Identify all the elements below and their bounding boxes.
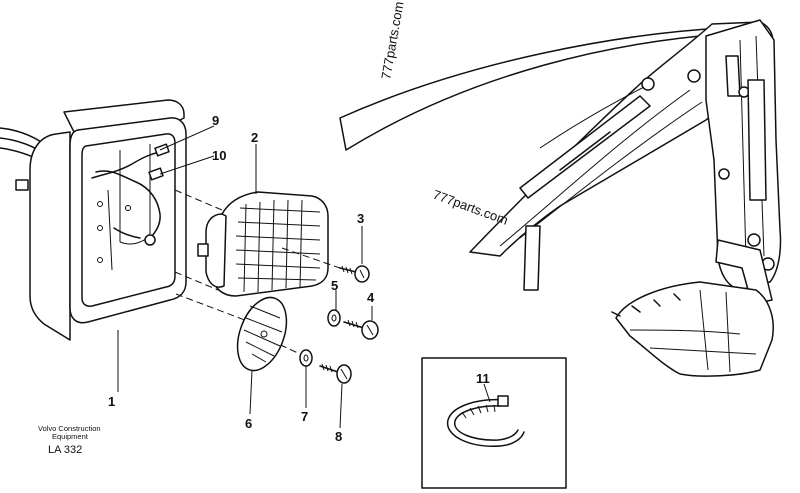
callout-8: 8 [335,429,342,444]
callout-6: 6 [245,416,252,431]
brand-line-2: Equipment [52,432,89,441]
callout-11: 11 [476,371,490,386]
callout-9: 9 [212,113,219,128]
callout-5: 5 [331,278,338,293]
callout-1: 1 [108,394,115,409]
cable-tie-11 [446,395,525,447]
callout-4: 4 [367,290,375,305]
lamp-housing [0,99,251,341]
inset-box [421,357,567,489]
watermark-text: 777parts.com [431,187,510,228]
callout-2: 2 [251,130,258,145]
screw-4 [343,319,379,340]
reflector-6 [236,296,288,372]
washer-7 [299,349,313,367]
callout-3: 3 [357,211,364,226]
callout-7: 7 [301,409,308,424]
diagram-code: LA 332 [48,444,82,456]
watermark-text: 777parts.com [378,0,406,80]
screw-8 [269,339,352,384]
callout-10: 10 [212,148,226,163]
leader-lines [117,125,491,429]
screw-3 [339,265,370,283]
excavator-arm [339,19,782,377]
lamp-unit [197,191,341,297]
callouts: 1 2 3 4 5 6 7 8 9 10 11 [108,113,490,444]
washer-5 [327,309,341,327]
brand-line-1: Volvo Construction [38,424,101,433]
